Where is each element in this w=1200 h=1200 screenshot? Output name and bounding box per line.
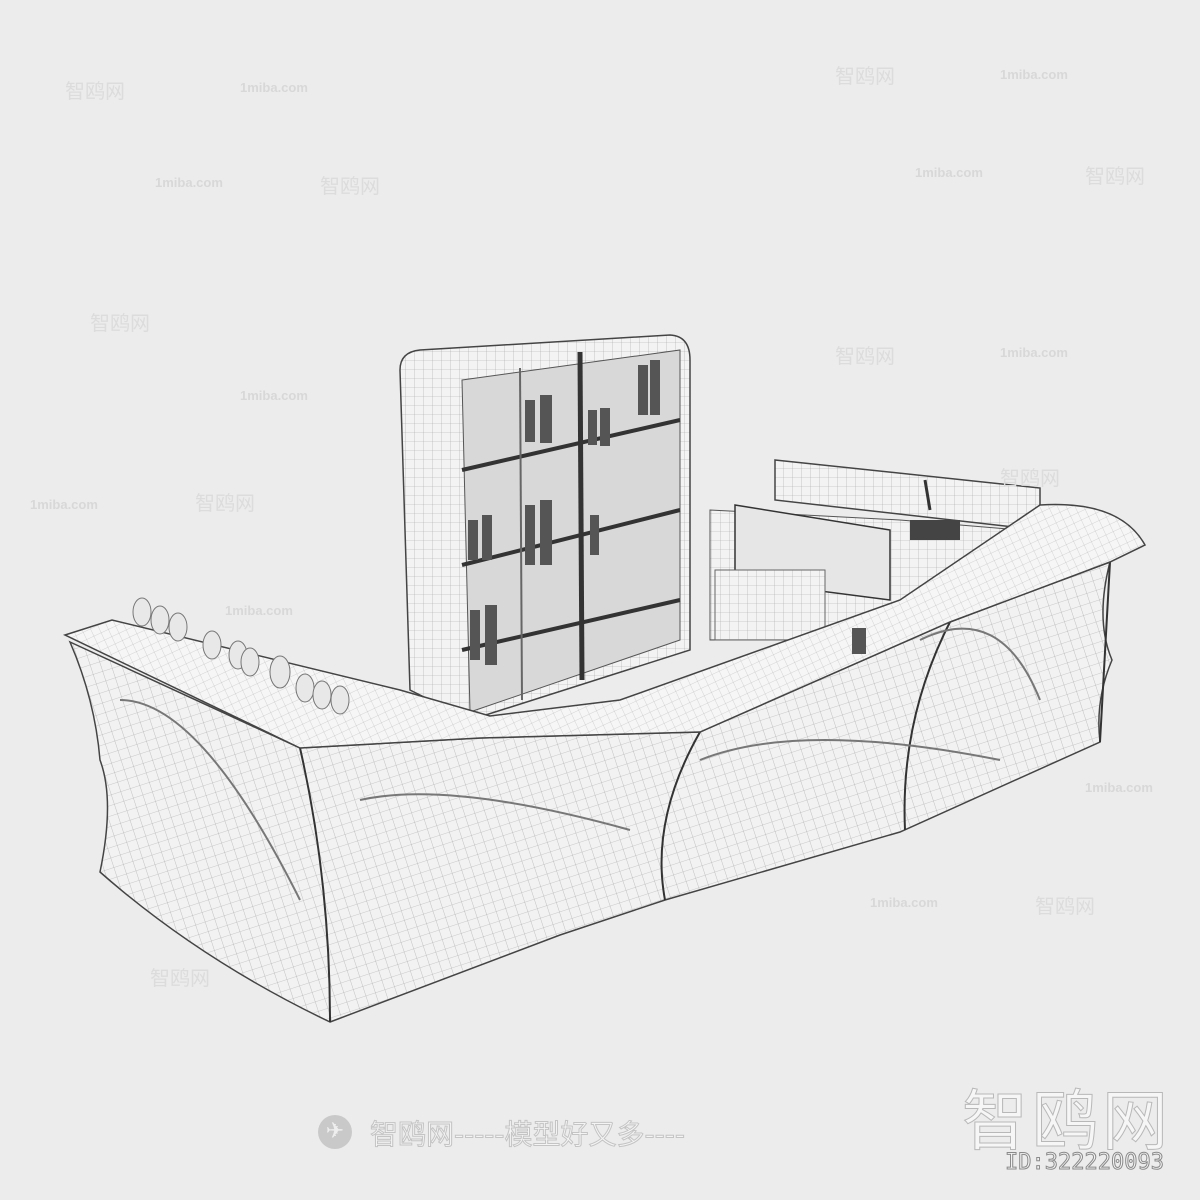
watermark-brand: 智鸥网: [195, 491, 255, 515]
watermark-brand: 智鸥网: [90, 311, 150, 335]
jar: [852, 628, 866, 654]
wine-glasses: [132, 597, 350, 715]
watermark-url: 1miba.com: [225, 603, 293, 618]
watermark-brand: 智鸥网: [320, 174, 380, 198]
wine-bottles: [468, 360, 660, 665]
watermark-brand: 智鸥网: [1000, 466, 1060, 490]
counter-top: [62, 503, 1147, 749]
brand-logo-icon: ✈: [318, 1115, 352, 1149]
watermark-url: 1miba.com: [915, 165, 983, 180]
watermark-brand: 智鸥网: [1035, 894, 1095, 918]
watermark-big-brand: 智鸥网: [962, 1083, 1172, 1161]
watermark-brand: 智鸥网: [150, 966, 210, 990]
wine-shelf-unit: [399, 334, 691, 721]
counter-front-face: [68, 560, 1113, 1023]
watermark-url: 1miba.com: [240, 388, 308, 403]
watermark-brand: 智鸥网: [835, 64, 895, 88]
watermark-brand: 智鸥网: [1085, 164, 1145, 188]
watermark-url: 1miba.com: [240, 80, 308, 95]
watermark-url: 1miba.com: [870, 895, 938, 910]
model-id: ID:322220093: [1005, 1150, 1165, 1176]
watermark-slogan: 智鸥网-----模型好又多----: [370, 1118, 686, 1152]
watermark-brand: 智鸥网: [65, 79, 125, 103]
watermark-url: 1miba.com: [1085, 780, 1153, 795]
watermark-url: 1miba.com: [1000, 345, 1068, 360]
watermark-brand: 智鸥网: [835, 344, 895, 368]
watermark-url: 1miba.com: [155, 175, 223, 190]
watermark-url: 1miba.com: [30, 497, 98, 512]
watermark-url: 1miba.com: [1000, 67, 1068, 82]
